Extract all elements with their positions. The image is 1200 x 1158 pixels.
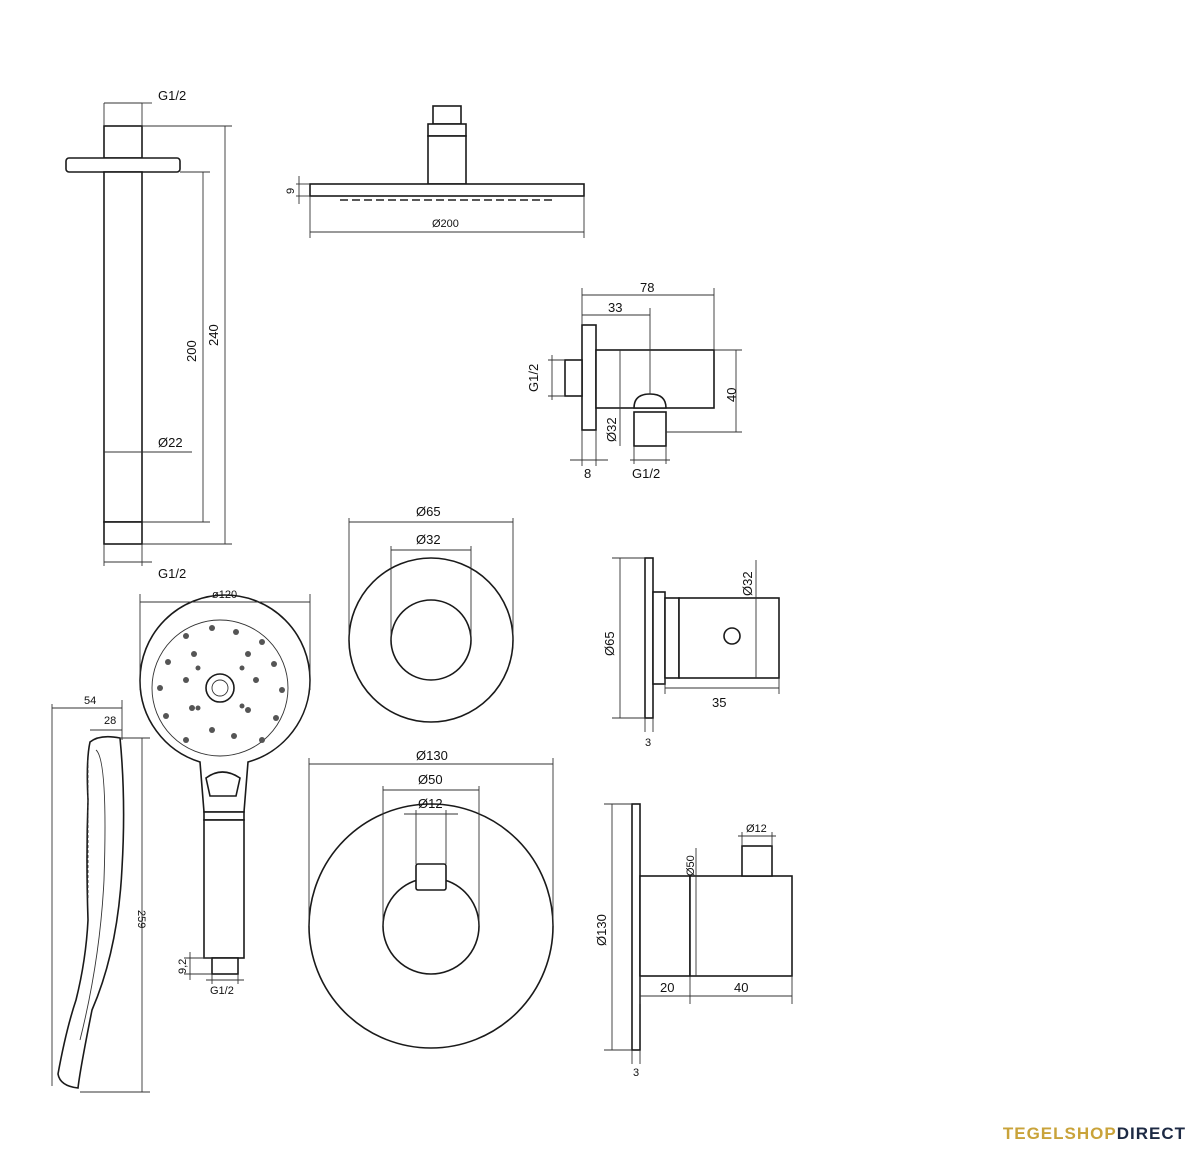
handshower-thread-label: G1/2 [210, 985, 234, 997]
elbow-height-label: 40 [724, 388, 739, 402]
rain-head: 9 Ø200 [285, 105, 585, 238]
mixer-plate-thickness-label: 3 [633, 1067, 639, 1079]
elbow-thread-bottom-label: G1/2 [632, 466, 660, 481]
arm-length-inner-label: 200 [184, 340, 199, 362]
handshower-depth-label: 54 [84, 695, 96, 707]
stop-plate-diameter-label: Ø65 [602, 631, 617, 656]
rosette-outer-label: Ø65 [416, 504, 441, 519]
stop-plate-thickness-label: 3 [645, 737, 651, 749]
elbow-plate-label: 8 [584, 466, 591, 481]
wall-elbow: 78 33 G1/2 40 Ø32 8 G1/2 [526, 280, 742, 481]
brand-logo-part1: TEGELSHOP [1002, 1124, 1117, 1143]
mixer-side: Ø130 Ø50 Ø12 20 40 3 [594, 803, 793, 1079]
mixer-lever-diameter-label: Ø12 [418, 796, 443, 811]
head-diameter-label: Ø200 [432, 218, 459, 230]
brand-logo-part2: DIRECT [1116, 1124, 1186, 1143]
stop-handle-diameter-label: Ø32 [740, 571, 755, 596]
arm-top-thread-label: G1/2 [158, 88, 186, 103]
arm-diameter-label: Ø22 [158, 435, 183, 450]
arm-length-outer-label: 240 [206, 324, 221, 346]
mixer-knob-diameter-label: Ø50 [418, 772, 443, 787]
mixer-offset-label: 20 [660, 980, 674, 995]
hand-shower-front: ø120 9,2 G1/2 [139, 589, 311, 997]
mixer-plate-outer-label: Ø130 [416, 748, 448, 763]
mixer-side-plate-label: Ø130 [594, 914, 609, 946]
ceiling-arm: G1/2 200 240 Ø22 G1/2 [65, 88, 232, 581]
mixer-depth-label: 40 [734, 980, 748, 995]
hand-shower-side: 54 28 259 [51, 695, 150, 1093]
stop-depth-label: 35 [712, 695, 726, 710]
rosette-inner-label: Ø32 [416, 532, 441, 547]
handshower-diameter-label: ø120 [212, 589, 237, 601]
elbow-diameter-label: Ø32 [604, 417, 619, 442]
stop-valve-side: Ø65 Ø32 35 3 [602, 557, 780, 749]
mixer-side-lever-label: Ø12 [746, 823, 767, 835]
handshower-length-label: 259 [135, 910, 147, 928]
handshower-grip-label: 28 [104, 715, 116, 727]
mixer-side-knob-label: Ø50 [685, 855, 697, 876]
elbow-thread-side-label: G1/2 [526, 364, 541, 392]
mixer-front: Ø130 Ø50 Ø12 [308, 748, 554, 1049]
elbow-offset-label: 33 [608, 300, 622, 315]
brand-logo: TEGELSHOPDIRECT [1003, 1124, 1186, 1144]
elbow-width-label: 78 [640, 280, 654, 295]
head-height-label: 9 [285, 188, 297, 194]
arm-bottom-thread-label: G1/2 [158, 566, 186, 581]
nozzle-pattern [157, 625, 285, 743]
handshower-thread-height-label: 9,2 [177, 959, 189, 974]
rosette: Ø65 Ø32 [348, 504, 514, 723]
